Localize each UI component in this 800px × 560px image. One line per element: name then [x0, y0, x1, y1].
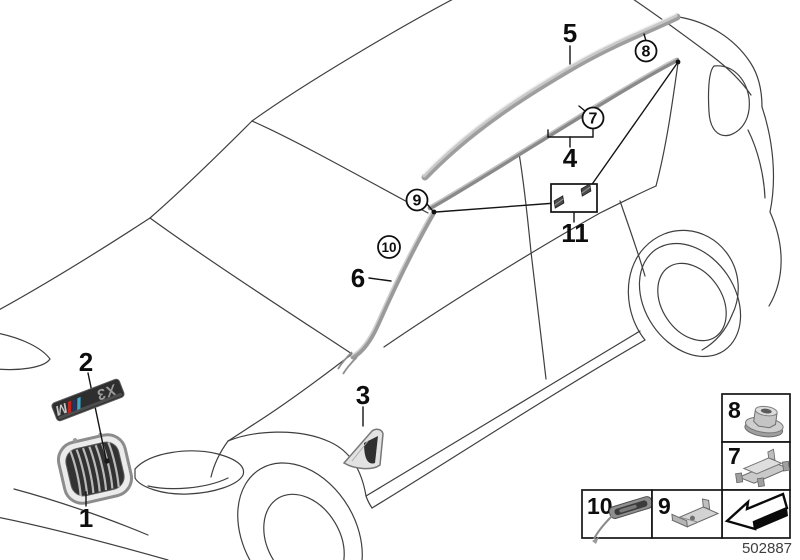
m-stripe-red [67, 400, 72, 414]
roof-rail-strip [421, 13, 681, 181]
model-emblem: X3 M [51, 378, 125, 422]
svg-text:8: 8 [642, 44, 651, 61]
svg-text:9: 9 [413, 193, 422, 210]
m-stripe-light-blue [77, 396, 81, 411]
legend-box-arrow[interactable] [721, 489, 791, 539]
legend-box-7[interactable]: 7 [721, 441, 791, 491]
direction-arrow-icon [724, 492, 789, 531]
legend-box-10[interactable]: 10 [581, 489, 661, 544]
flange-nut-icon [744, 405, 784, 438]
callout-6[interactable]: 6 [351, 263, 365, 293]
svg-text:8: 8 [728, 397, 741, 423]
clip-detail-box [550, 183, 598, 213]
clip-icon [553, 195, 565, 209]
callout-2[interactable]: 2 [79, 347, 93, 377]
bracket-icon [671, 498, 720, 528]
car-body-outline [0, 0, 782, 560]
clip-icon [580, 183, 592, 197]
svg-text:10: 10 [381, 240, 396, 255]
rear-wheel [638, 242, 742, 358]
callout-7[interactable]: 7 [581, 106, 605, 130]
kidney-grille [56, 432, 134, 505]
legend-box-8[interactable]: 8 [721, 393, 791, 443]
m-stripe-dark-blue [72, 398, 76, 412]
svg-text:7: 7 [589, 111, 598, 128]
leader-lines [85, 33, 681, 507]
callout-9[interactable]: 9 [405, 188, 429, 212]
trim-strip-icon [592, 495, 660, 544]
callout-1[interactable]: 1 [79, 503, 93, 533]
svg-text:7: 7 [728, 443, 741, 469]
callout-4[interactable]: 4 [563, 143, 578, 173]
svg-text:10: 10 [587, 493, 613, 519]
callout-11[interactable]: 11 [561, 218, 589, 248]
roof-trim-strip [427, 57, 680, 211]
callout-8[interactable]: 8 [634, 39, 658, 63]
legend-box-9[interactable]: 9 [651, 489, 723, 539]
fender-vent [342, 428, 384, 470]
front-wheel [237, 462, 363, 560]
drawing-number: 502887 [742, 540, 792, 557]
clamp-icon [735, 448, 791, 488]
callout-3[interactable]: 3 [356, 380, 370, 410]
callout-10[interactable]: 10 [377, 235, 401, 259]
emblem-model-text: X3 [94, 380, 120, 404]
a-pillar-trim-strip [337, 209, 437, 375]
svg-text:9: 9 [658, 493, 671, 519]
callout-5[interactable]: 5 [563, 18, 577, 48]
